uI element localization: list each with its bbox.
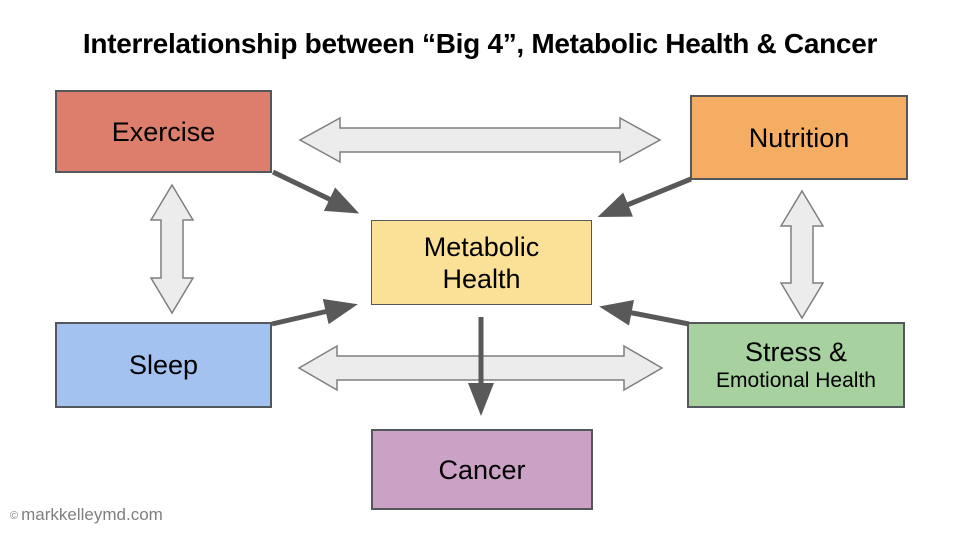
node-metabolic-health-label-line2: Health: [442, 263, 521, 294]
bidirectional-arrow-nutrition-stress: [779, 189, 825, 320]
node-stress-label-line2: Emotional Health: [716, 369, 876, 392]
arrow-stress-to-metabolic-health: [599, 300, 690, 327]
page-title: Interrelationship between “Big 4”, Metab…: [82, 28, 878, 59]
node-metabolic-health-label-line1: Metabolic: [423, 231, 540, 262]
node-nutrition-label: Nutrition: [748, 122, 850, 153]
watermark: © markkelleymd.com: [10, 505, 163, 525]
copyright-icon: ©: [10, 510, 19, 522]
node-stress-emotional-health: Stress & Emotional Health: [687, 322, 905, 408]
arrow-nutrition-to-metabolic-health: [597, 176, 692, 218]
node-sleep-label: Sleep: [128, 350, 199, 380]
node-stress-label-line1: Stress &: [744, 337, 848, 367]
node-metabolic-health: Metabolic Health: [371, 220, 592, 305]
bidirectional-arrow-exercise-sleep: [149, 183, 195, 315]
node-nutrition: Nutrition: [690, 95, 908, 180]
node-exercise: Exercise: [55, 90, 272, 173]
bidirectional-arrow-exercise-nutrition: [298, 116, 662, 164]
node-cancer-label: Cancer: [438, 454, 526, 485]
node-cancer: Cancer: [371, 429, 593, 510]
arrow-exercise-to-metabolic-health: [271, 169, 360, 214]
node-exercise-label: Exercise: [111, 116, 216, 147]
arrow-sleep-to-metabolic-health: [271, 298, 358, 327]
node-sleep: Sleep: [55, 322, 272, 408]
watermark-text: markkelleymd.com: [21, 505, 163, 524]
